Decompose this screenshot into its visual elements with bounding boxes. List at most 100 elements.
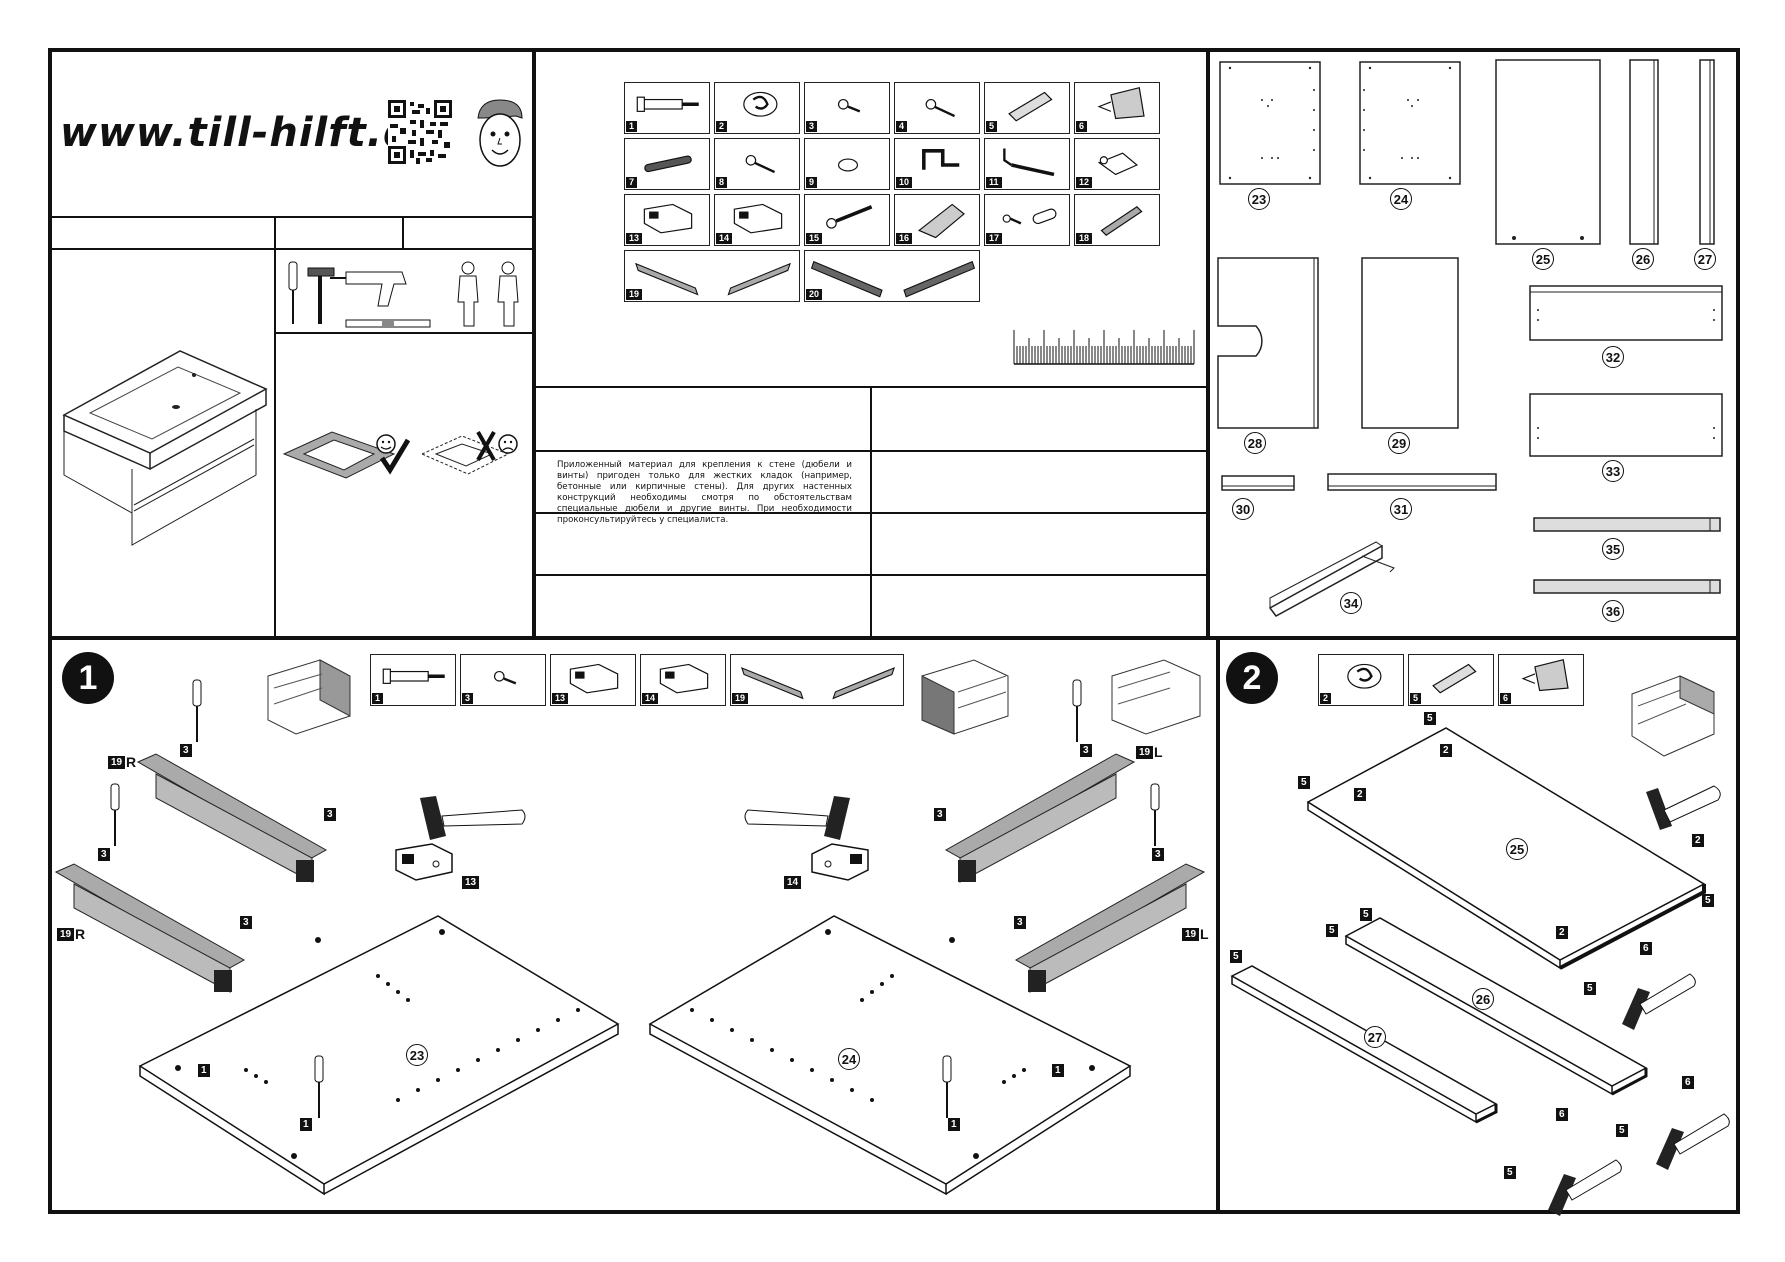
- hardware-item: 7: [624, 138, 710, 190]
- step-2-number: 2: [1226, 652, 1278, 704]
- hardware-number: 14: [716, 233, 733, 244]
- step-1-cabinet-thumb-left: [267, 659, 351, 735]
- hardware-number: 7: [626, 177, 638, 188]
- label-part-13: 13: [462, 876, 480, 889]
- step-1-cabinet-thumb-right: [1111, 659, 1201, 735]
- hardware-number: 16: [896, 233, 913, 244]
- label-part-5: 5: [1298, 776, 1310, 789]
- hardware-number: 19: [732, 693, 749, 704]
- hardware-number: 18: [1076, 233, 1093, 244]
- hammer-icon: [744, 796, 850, 840]
- divider: [1206, 48, 1210, 638]
- label-part-1: 1: [300, 1118, 312, 1131]
- hardware-number: 6: [1076, 121, 1088, 132]
- qr-code[interactable]: [388, 100, 452, 164]
- wall-plug-icon: [1097, 152, 1139, 176]
- hardware-item: 2: [714, 82, 800, 134]
- label-part-3: 3: [1080, 744, 1092, 757]
- part-label: 27: [1694, 248, 1716, 270]
- threaded-rod-icon: [1100, 206, 1143, 236]
- hammer-icon: [1646, 785, 1721, 830]
- step-1-cabinet-thumb-mid: [921, 659, 1009, 735]
- label-part-6: 6: [1682, 1076, 1694, 1089]
- vanity-illustration: [62, 350, 268, 546]
- divider: [48, 216, 534, 218]
- label-part-2: 2: [1556, 926, 1568, 939]
- hardware-number: 17: [986, 233, 1003, 244]
- hardware-item: 12: [1074, 138, 1160, 190]
- step-1-hinge-14: [811, 843, 869, 881]
- drill-icon: [330, 271, 407, 307]
- hardware-number: 2: [1320, 693, 1332, 704]
- hardware-item: 5: [984, 82, 1070, 134]
- screw-icon: [745, 154, 776, 174]
- hinge-icon: [733, 203, 783, 234]
- checkmark-icon: [379, 438, 411, 475]
- website-url[interactable]: www.till-hilft.de: [60, 110, 441, 156]
- label-part-3: 3: [1014, 916, 1026, 929]
- label-part-5: 5: [1504, 1166, 1516, 1179]
- label-side-right: R: [126, 754, 137, 770]
- label-part-2: 2: [1440, 744, 1452, 757]
- hammer-icon: [420, 796, 526, 840]
- label-part-3: 3: [934, 808, 946, 821]
- hardware-item: 18: [1074, 194, 1160, 246]
- hardware-number: 5: [1410, 693, 1422, 704]
- divider: [870, 386, 872, 636]
- part-30-rail: [1221, 475, 1295, 491]
- short-screw-icon: [837, 98, 861, 113]
- step-1-rail-l-lower: [1014, 863, 1206, 993]
- person-icon: [497, 261, 519, 327]
- step-1-rail-r-lower: [54, 863, 246, 993]
- hardware-number: 19: [626, 289, 643, 300]
- hardware-number: 10: [896, 177, 913, 188]
- work-surface-hint: [282, 431, 518, 479]
- label-part-3: 3: [240, 916, 252, 929]
- step-1-hardware-item: 3: [460, 654, 546, 706]
- label-part-5: 5: [1230, 950, 1242, 963]
- label-panel-26: 26: [1472, 988, 1494, 1010]
- label-panel-25: 25: [1506, 838, 1528, 860]
- divider: [48, 248, 534, 250]
- part-label: 26: [1632, 248, 1654, 270]
- hardware-item: 4: [894, 82, 980, 134]
- page-frame: [48, 48, 1740, 1214]
- hammer-icon: [1622, 973, 1696, 1030]
- label-part-3: 3: [180, 744, 192, 757]
- screwdriver-icon: [1072, 679, 1082, 742]
- hardware-number: 20: [806, 289, 823, 300]
- label-part-19: 19: [108, 756, 126, 769]
- divider: [274, 332, 534, 334]
- hook-screw-icon: [1003, 148, 1055, 177]
- divider: [402, 216, 404, 248]
- step-1-panel-23: [138, 915, 620, 1196]
- label-part-5: 5: [1326, 924, 1338, 937]
- label-part-5: 5: [1360, 908, 1372, 921]
- drawer-rail-pair-icon: [635, 262, 791, 296]
- part-31-rail: [1327, 473, 1497, 491]
- hardware-number: 12: [1076, 177, 1093, 188]
- step-2-panel-26: [1344, 917, 1648, 1096]
- part-label: 24: [1390, 188, 1412, 210]
- part-33-panel: [1529, 393, 1723, 457]
- part-label: 31: [1390, 498, 1412, 520]
- label-part-5: 5: [1424, 712, 1436, 725]
- hammer-icon: [307, 267, 335, 324]
- part-label: 33: [1602, 460, 1624, 482]
- glue-tube-icon: [1521, 658, 1569, 692]
- part-label: 29: [1388, 432, 1410, 454]
- bracket-icon: [922, 149, 960, 170]
- ruler: [1013, 330, 1195, 365]
- hardware-item: 15: [804, 194, 890, 246]
- label-side-right: R: [75, 926, 86, 942]
- hardware-number: 3: [806, 121, 818, 132]
- hardware-item: 11: [984, 138, 1070, 190]
- hardware-item: 9: [804, 138, 890, 190]
- tools-illustration: [288, 261, 519, 328]
- label-side-left: L: [1154, 744, 1163, 760]
- cross-icon: [476, 431, 496, 461]
- wooden-dowel-icon: [1008, 91, 1053, 122]
- hardware-item: 13: [624, 194, 710, 246]
- hardware-number: 15: [806, 233, 823, 244]
- step-1-hardware-item: 19: [730, 654, 904, 706]
